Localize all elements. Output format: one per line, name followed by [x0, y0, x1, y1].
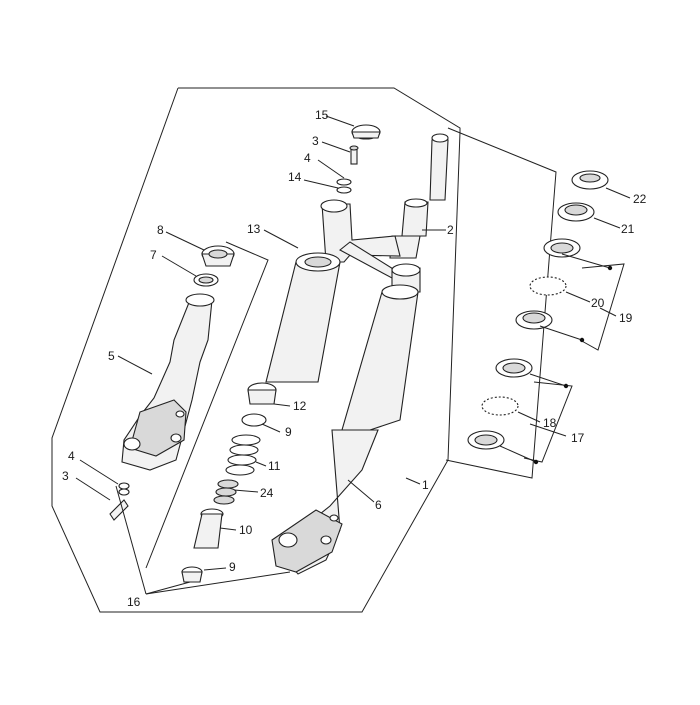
callout-19: 19 — [619, 311, 633, 325]
bracket-17 — [523, 381, 573, 463]
right-fork-leg-6 — [271, 284, 419, 575]
stanchion-tube-13 — [265, 252, 341, 383]
callout-6: 6 — [375, 498, 382, 512]
top-bolt-group — [336, 124, 381, 194]
callout-20: 20 — [591, 296, 605, 310]
lower-bolt-group — [109, 482, 130, 521]
callout-21: 21 — [621, 222, 635, 236]
callout-16: 16 — [127, 595, 141, 609]
callout-14: 14 — [288, 170, 302, 184]
callout-1: 1 — [422, 478, 429, 492]
callout-4-top: 4 — [304, 151, 311, 165]
callout-24: 24 — [260, 486, 274, 500]
seal-group-7-8 — [193, 245, 235, 287]
left-fork-leg-5 — [121, 293, 215, 471]
steering-stem — [320, 133, 449, 293]
callout-22: 22 — [633, 192, 647, 206]
callout-15: 15 — [315, 108, 329, 122]
callout-18: 18 — [543, 416, 557, 430]
callout-2: 2 — [447, 223, 454, 237]
assembly-outline-1 — [51, 87, 461, 613]
callout-10: 10 — [239, 523, 253, 537]
callout-9-bottom: 9 — [229, 560, 236, 574]
bearing-panel-outline — [445, 127, 557, 479]
callout-13: 13 — [247, 222, 261, 236]
callout-9-top: 9 — [285, 425, 292, 439]
callout-4-bottom: 4 — [68, 449, 75, 463]
callout-11: 11 — [268, 459, 281, 473]
internal-spring-stack — [181, 382, 277, 583]
bearing-set — [467, 170, 609, 450]
callout-3-bottom: 3 — [62, 469, 69, 483]
callout-3-top: 3 — [312, 134, 319, 148]
callout-8: 8 — [157, 223, 164, 237]
callout-17: 17 — [571, 431, 585, 445]
callout-12: 12 — [293, 399, 307, 413]
callout-7: 7 — [150, 248, 157, 262]
callout-5: 5 — [108, 349, 115, 363]
leader-lines — [75, 115, 631, 595]
group-outline-16 — [145, 241, 269, 569]
